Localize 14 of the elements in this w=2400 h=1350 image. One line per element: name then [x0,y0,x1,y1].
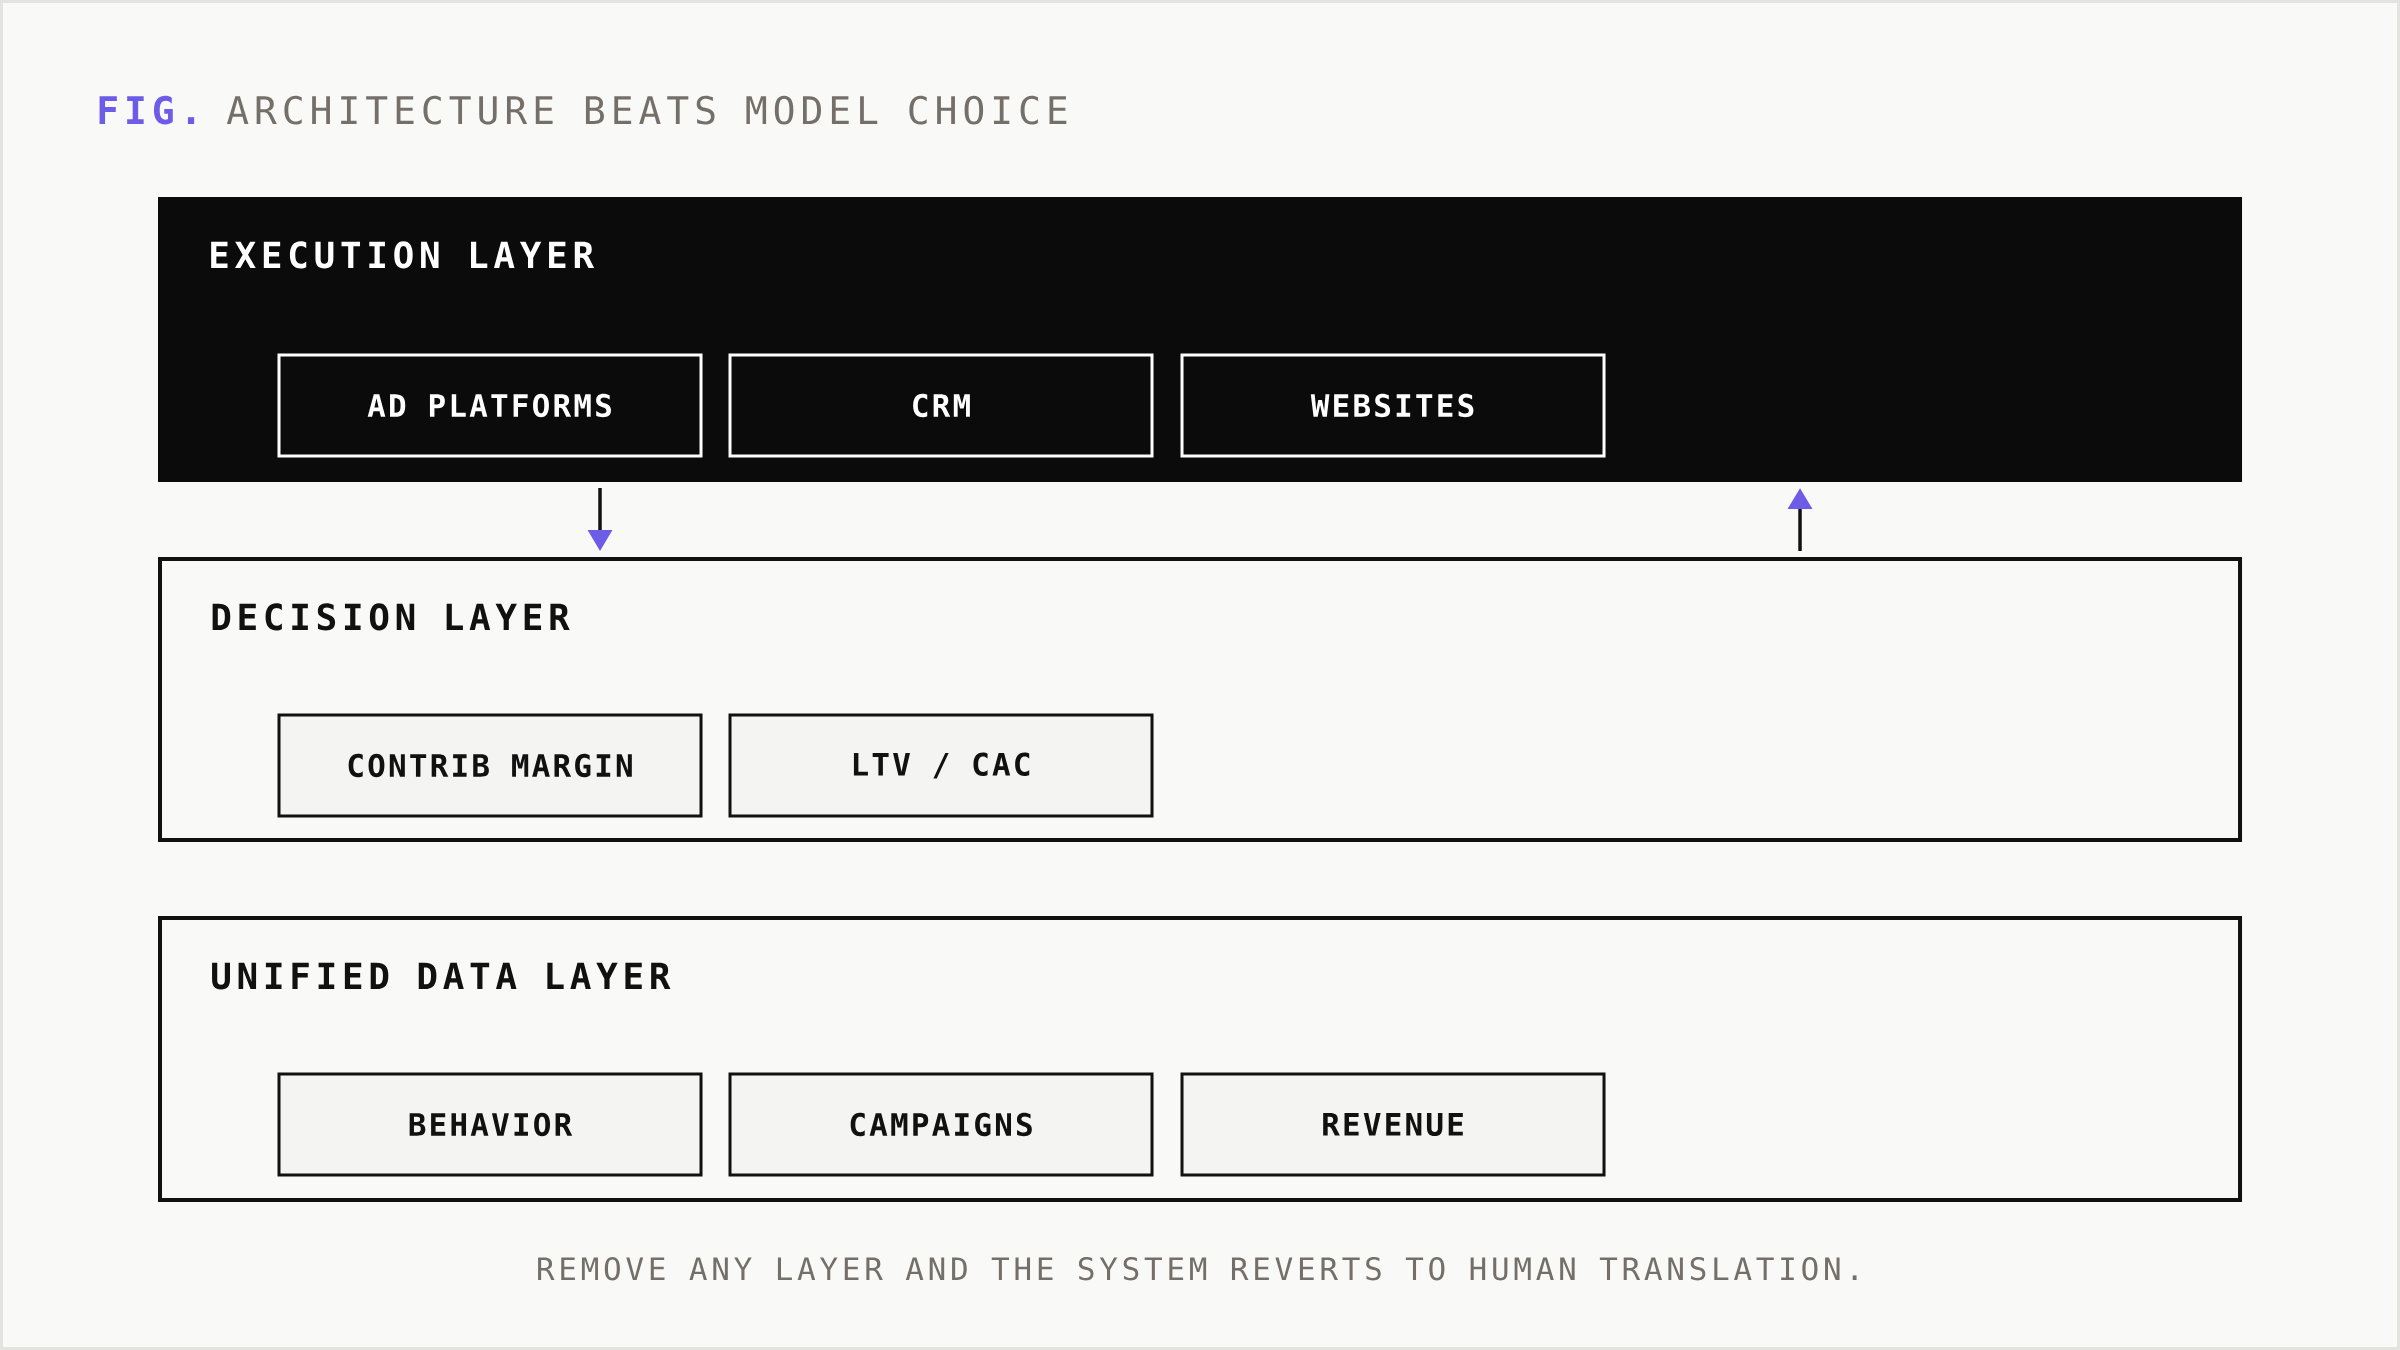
component-box: REVENUE [1180,1072,1606,1177]
component-box: CRM [728,353,1154,458]
component-box: CAMPAIGNS [728,1072,1154,1177]
figure-title: ARCHITECTURE BEATS MODEL CHOICE [226,95,1067,125]
layer-heading: DECISION LAYER [212,603,570,631]
component-box: WEBSITES [1180,353,1606,458]
component-box: AD PLATFORMS [277,353,703,458]
component-box: BEHAVIOR [277,1072,703,1177]
caption: REMOVE ANY LAYER AND THE SYSTEM REVERTS TO HUMAN TRANSLATION. [538,1257,1857,1281]
component-box: LTV / CAC [728,713,1154,818]
layer-heading: UNIFIED DATA LAYER [212,962,671,990]
component-box: CONTRIB MARGIN [277,713,703,818]
figure-label: FIG. [99,95,195,125]
layer-heading: EXECUTION LAYER [211,241,595,269]
